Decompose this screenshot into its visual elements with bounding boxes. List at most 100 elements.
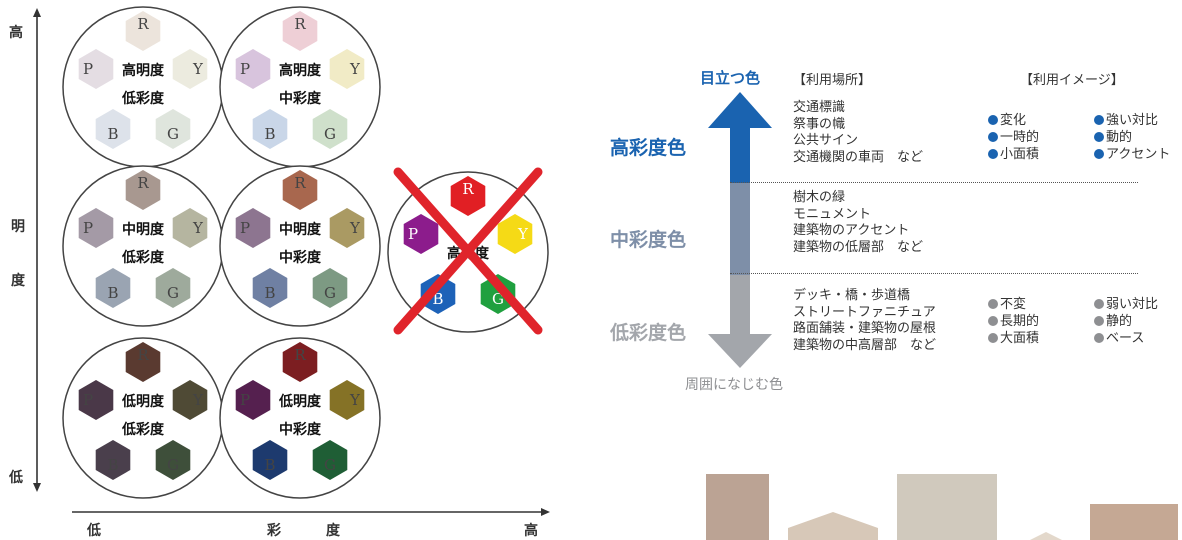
y-axis-arrow-bottom [33,483,41,492]
hue-label-Y: Y [517,225,529,243]
hue-hexagon-Y [172,380,208,420]
bullet-dot-icon [1094,132,1104,142]
separator-1 [730,182,1138,183]
saturation-label: 低彩度 [121,421,165,438]
hue-label-R: R [137,174,149,192]
hue-hexagon-R [282,11,318,51]
hue-label-G: G [324,456,336,474]
hue-hexagon-P [235,380,271,420]
arrow-segment-mid [730,183,750,275]
image-item: 動的 [1094,129,1170,146]
hue-label-B: B [107,456,118,474]
hue-label-Y: Y [192,60,204,78]
bullet-dot-icon [988,299,998,309]
hue-hexagon-G [312,268,348,308]
hue-hexagon-B [252,268,288,308]
hue-hexagon-G [312,440,348,480]
hue-label-G: G [167,456,179,474]
saturation-arrow [708,92,772,368]
saturation-label: 中彩度 [279,249,322,266]
x-axis-label-1: 彩 [267,523,281,539]
hue-hexagon-G [155,268,191,308]
image-item: 不変 [988,296,1039,313]
hue-label-Y: Y [192,219,204,237]
hue-label-Y: Y [349,60,361,78]
hue-circle-ml-hs: RYGBP高彩度 [387,167,549,335]
hue-hexagon-Y [329,208,365,248]
hue-label-G: G [167,284,179,302]
brightness-label: 高明度 [122,62,165,79]
hue-hexagon-P [78,380,114,420]
hue-hexagon-R [450,176,486,216]
hue-label-P: P [408,225,418,243]
bullet-dot-icon [1094,149,1104,159]
bullet-dot-icon [988,132,998,142]
y-axis-arrow-top [33,8,41,17]
hue-label-R: R [294,174,306,192]
header-image: 【利用イメージ】 [1020,73,1124,88]
arrow-head-top [708,92,772,128]
hue-hexagon-B [252,440,288,480]
hue-label-P: P [83,391,93,409]
y-axis-label-1: 明 [11,219,25,235]
hue-hexagon-G [312,109,348,149]
block-1 [706,474,769,540]
saturation-label: 中彩度 [279,90,322,107]
hue-hexagon-G [155,440,191,480]
bullet-dot-icon [988,149,998,159]
arrow-head-bottom [708,334,772,368]
hue-hexagon-B [95,440,131,480]
hue-hexagon-Y [329,49,365,89]
bullet-dot-icon [988,333,998,343]
images-low-col2: 弱い対比 静的 ベース [1094,296,1158,347]
hue-label-Y: Y [349,219,361,237]
arrow-segment-low [730,275,750,335]
bullet-dot-icon [988,316,998,326]
category-mid-saturation: 中彩度色 [610,229,687,251]
hue-hexagon-Y [172,49,208,89]
hue-label-P: P [240,60,250,78]
x-axis-arrow-right [541,508,550,516]
saturation-label: 低彩度 [121,249,165,266]
y-axis-top-label: 高 [9,25,23,41]
hue-label-R: R [137,346,149,364]
hue-label-Y: Y [349,391,361,409]
bullet-dot-icon [988,115,998,125]
brightness-label: 低明度 [278,393,322,410]
brightness-label: 中明度 [279,221,322,238]
hue-hexagon-Y [329,380,365,420]
images-high-col1: 変化 一時的 小面積 [988,112,1039,163]
image-item: ベース [1094,330,1158,347]
x-axis-left-label: 低 [87,523,101,539]
top-label: 目立つ色 [700,69,761,87]
bottom-label: 周囲になじむ色 [685,377,783,393]
hue-hexagon-B [95,109,131,149]
hue-label-B: B [264,125,275,143]
header-place: 【利用場所】 [793,73,872,88]
hue-hexagon-B [95,268,131,308]
bullet-dot-icon [1094,333,1104,343]
hue-hexagon-B [252,109,288,149]
hue-label-P: P [83,60,93,78]
y-axis-bottom-label: 低 [9,470,23,486]
places-mid-saturation: 樹木の緑 モニュメント 建築物のアクセント 建築物の低層部 など [793,190,924,255]
hue-label-R: R [462,180,474,198]
hue-label-G: G [324,284,336,302]
hue-label-R: R [294,15,306,33]
hue-hexagon-G [480,274,516,314]
hue-label-R: R [137,15,149,33]
hue-label-B: B [107,284,118,302]
arrow-segment-high [730,127,750,183]
hue-label-P: P [83,219,93,237]
hue-hexagon-P [78,208,114,248]
hue-label-Y: Y [192,391,204,409]
image-item: アクセント [1094,146,1170,163]
